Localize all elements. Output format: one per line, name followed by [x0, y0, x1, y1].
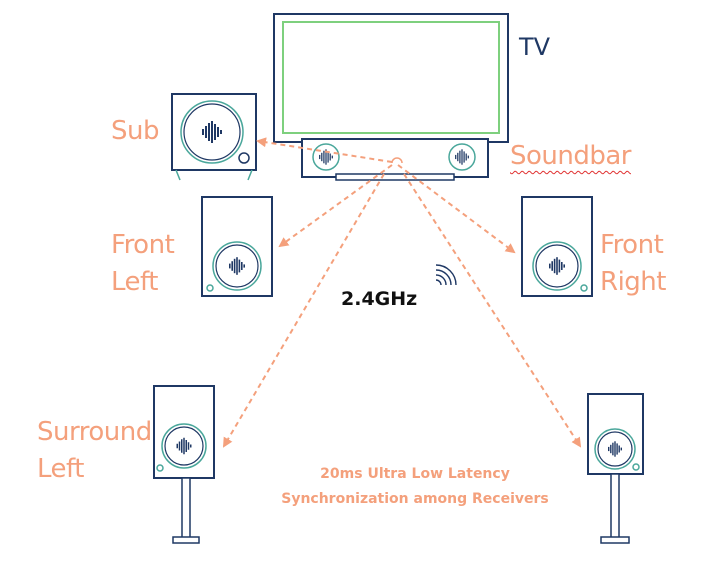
subwoofer-driver	[180, 100, 244, 164]
subwoofer-knob	[238, 152, 250, 164]
front-right-label-line1: Front	[600, 230, 664, 260]
soundbar	[301, 138, 489, 181]
soundbar-right-driver	[448, 143, 476, 171]
surround-left-label-line2: Left	[37, 454, 84, 484]
frequency-label: 2.4GHz	[341, 288, 418, 310]
wireless-arrows	[222, 137, 582, 448]
front-right-speaker	[521, 196, 593, 297]
sub-label: Sub	[111, 116, 160, 146]
latency-caption-line1: 20ms Ultra Low Latency	[320, 466, 510, 482]
front-right-label-line2: Right	[600, 267, 666, 297]
wifi-signal-icon	[435, 264, 457, 286]
subwoofer	[171, 93, 257, 181]
tv-screen	[282, 21, 500, 134]
tv	[273, 13, 509, 143]
latency-caption: 20ms Ultra Low Latency Synchronization a…	[265, 462, 565, 512]
surround-left-speaker	[153, 385, 215, 544]
front-left-label-line1: Front	[111, 230, 175, 260]
latency-caption-line2: Synchronization among Receivers	[281, 491, 549, 507]
tv-label: TV	[519, 33, 551, 61]
front-left-label-line2: Left	[111, 267, 158, 297]
arrow-to-front-right	[397, 164, 516, 254]
tv-frame	[273, 13, 509, 143]
transmitter-icon	[391, 157, 403, 164]
soundbar-label: Soundbar	[510, 141, 632, 171]
surround-right-speaker	[587, 393, 644, 544]
surround-left-label-line1: Surround	[37, 417, 152, 447]
arrow-to-sub	[256, 137, 393, 163]
front-left-speaker	[201, 196, 273, 297]
soundbar-base	[335, 173, 455, 181]
arrow-to-surround-left	[222, 173, 385, 448]
soundbar-left-driver	[312, 143, 340, 171]
